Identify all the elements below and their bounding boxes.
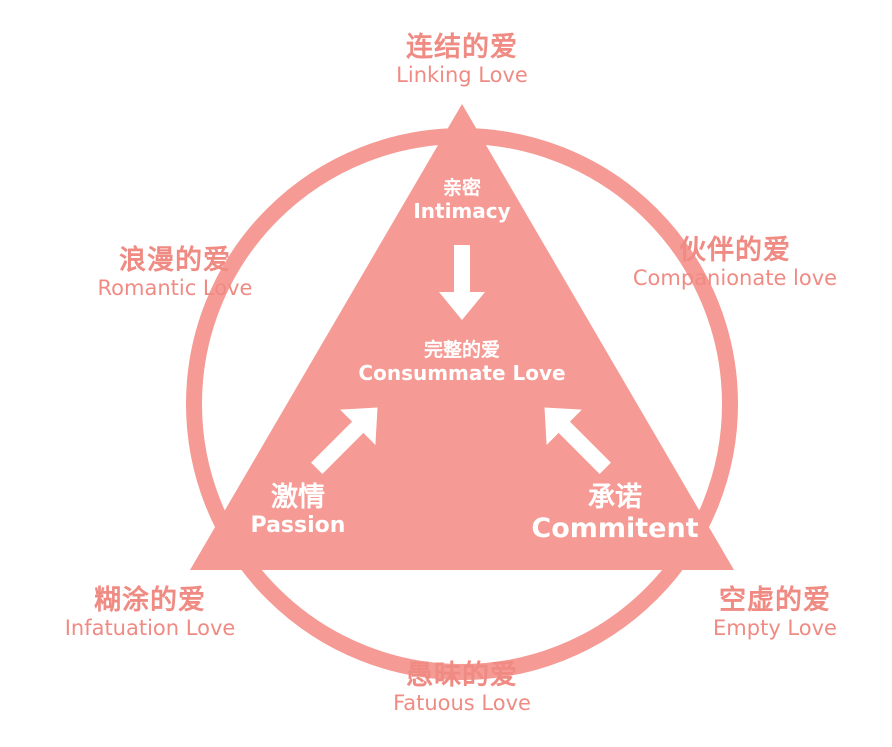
label-companionate-love: 伙伴的爱 Companionate love bbox=[620, 235, 850, 290]
label-consummate-love: 完整的爱 Consummate Love bbox=[342, 339, 582, 385]
commitment-zh: 承诺 bbox=[588, 482, 642, 513]
consummate-love-zh: 完整的爱 bbox=[423, 339, 500, 361]
label-empty-love: 空虚的爱 Empty Love bbox=[685, 585, 865, 640]
consummate-love-en: Consummate Love bbox=[358, 360, 566, 385]
linking-love-zh: 连结的爱 bbox=[406, 32, 518, 63]
label-linking-love: 连结的爱 Linking Love bbox=[362, 32, 562, 87]
label-passion: 激情 Passion bbox=[238, 482, 358, 538]
passion-zh: 激情 bbox=[271, 482, 325, 513]
fatuous-love-en: Fatuous Love bbox=[393, 691, 531, 716]
arrow-up-left-icon bbox=[544, 407, 611, 474]
arrow-down-icon bbox=[439, 245, 485, 320]
empty-love-zh: 空虚的爱 bbox=[719, 585, 831, 616]
label-commitment: 承诺 Commitent bbox=[520, 482, 710, 544]
infatuation-love-zh: 糊涂的爱 bbox=[94, 585, 206, 616]
linking-love-en: Linking Love bbox=[396, 63, 528, 88]
romantic-love-en: Romantic Love bbox=[97, 276, 253, 301]
arrow-up-right-icon bbox=[311, 407, 378, 474]
infatuation-love-en: Infatuation Love bbox=[64, 616, 236, 641]
label-fatuous-love: 愚昧的爱 Fatuous Love bbox=[372, 660, 552, 715]
companionate-love-en: Companionate love bbox=[632, 266, 838, 291]
intimacy-en: Intimacy bbox=[413, 198, 511, 223]
intimacy-zh: 亲密 bbox=[442, 177, 481, 199]
label-intimacy: 亲密 Intimacy bbox=[402, 177, 522, 223]
empty-love-en: Empty Love bbox=[713, 616, 837, 641]
label-infatuation-love: 糊涂的爱 Infatuation Love bbox=[40, 585, 260, 640]
romantic-love-zh: 浪漫的爱 bbox=[119, 245, 231, 276]
companionate-love-zh: 伙伴的爱 bbox=[679, 235, 791, 266]
passion-en: Passion bbox=[250, 513, 346, 539]
commitment-en: Commitent bbox=[531, 513, 699, 545]
fatuous-love-zh: 愚昧的爱 bbox=[406, 660, 518, 691]
label-romantic-love: 浪漫的爱 Romantic Love bbox=[75, 245, 275, 300]
